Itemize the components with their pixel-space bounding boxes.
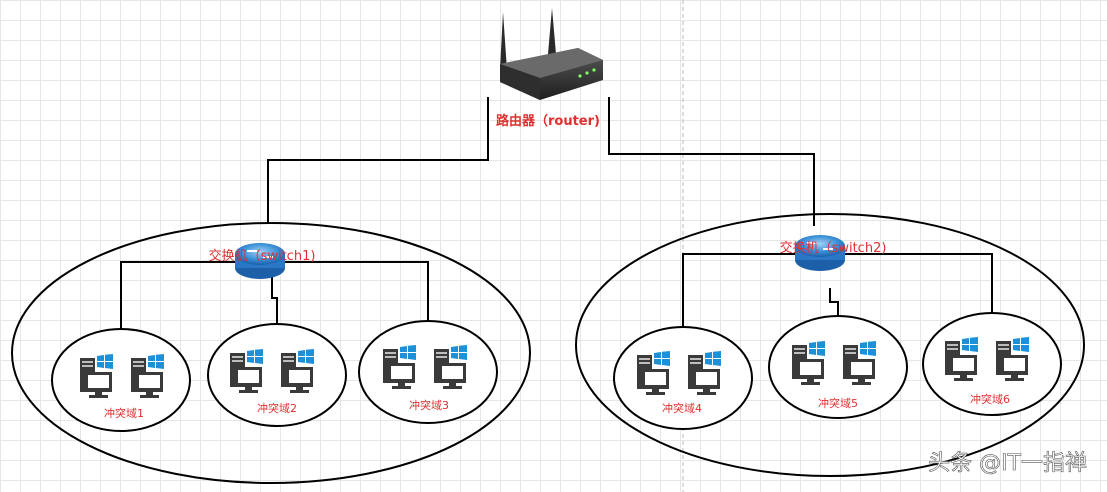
collision-domain-3: 冲突域3 (358, 320, 498, 424)
collision-domain-label: 冲突域2 (257, 401, 297, 415)
collision-domain-5: 冲突域5 (768, 315, 908, 419)
collision-domain-4: 冲突域4 (613, 326, 753, 430)
switch-icon (235, 243, 285, 279)
collision-domain-label: 冲突域1 (104, 406, 144, 420)
collision-domain-label: 冲突域3 (409, 398, 449, 412)
router-icon (500, 8, 603, 100)
collision-domain-2: 冲突域2 (207, 323, 347, 427)
network-segment-1 (11, 222, 531, 484)
router-switch1-link (267, 97, 489, 224)
switch1-label: 交换机（switch1) (209, 248, 316, 264)
collision-domain-label: 冲突域6 (970, 392, 1010, 406)
network-segment-2 (575, 213, 1085, 477)
switch2-label: 交换机（switch2) (780, 240, 887, 256)
switch-icon (795, 235, 845, 271)
switch2-drop-link (829, 288, 839, 321)
collision-domain-label: 冲突域4 (662, 401, 702, 415)
router-label: 路由器（router) (496, 113, 600, 129)
collision-domain-label: 冲突域5 (818, 396, 858, 410)
router-switch2-link (608, 97, 815, 226)
switch1-drop-link (271, 272, 278, 330)
collision-domain-6: 冲突域6 (922, 312, 1062, 416)
collision-domain-1: 冲突域1 (51, 328, 191, 432)
watermark: 头条 @IT一指禅 (928, 451, 1087, 476)
